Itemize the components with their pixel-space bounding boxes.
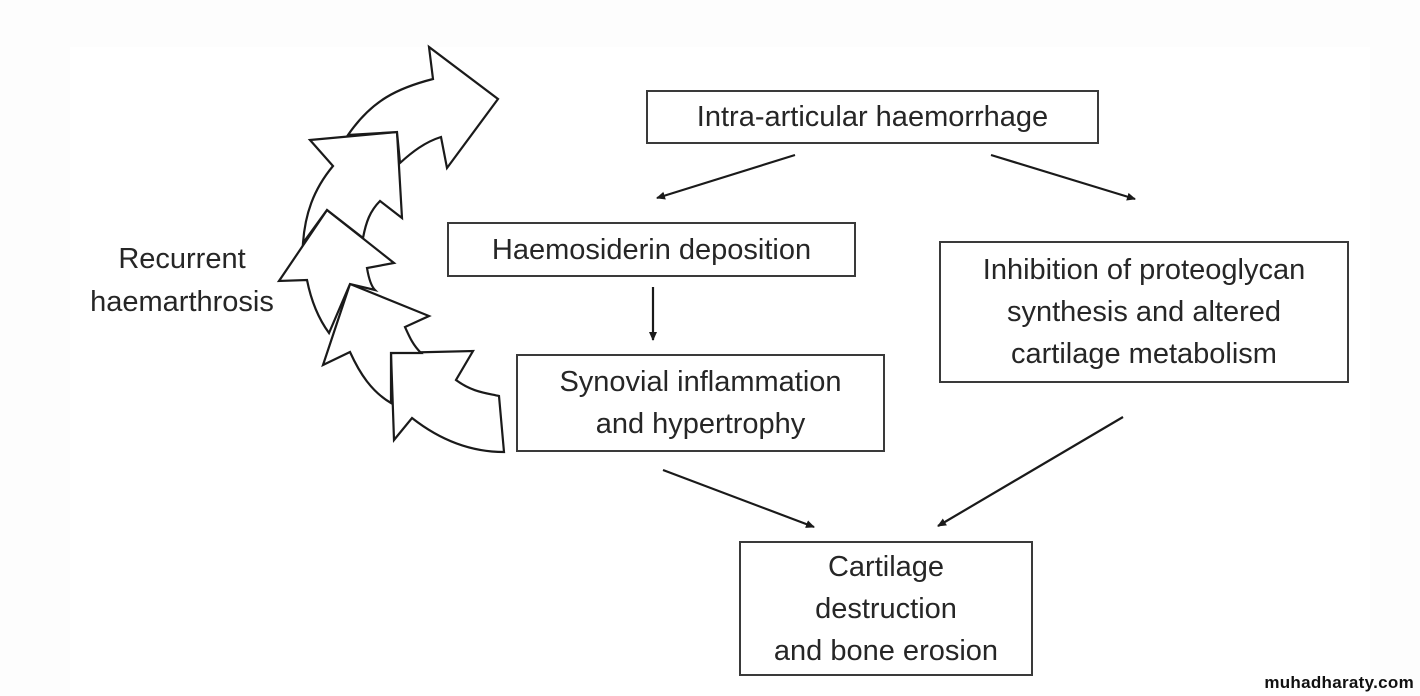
- cycle-arrow-4: [321, 282, 432, 405]
- cycle-label: Recurrent haemarthrosis: [64, 238, 300, 324]
- node-text: Haemosiderin deposition: [491, 233, 812, 266]
- node-text: and hypertrophy: [595, 408, 806, 440]
- node-text: Cartilage: [827, 550, 945, 583]
- node-synovial-inflammation: Synovial inflammation and hypertrophy: [516, 354, 885, 452]
- cycle-arrow-2: [301, 130, 404, 247]
- node-text: Inhibition of proteoglycan: [982, 254, 1306, 286]
- node-cartilage-destruction: Cartilage destruction and bone erosion: [739, 541, 1033, 676]
- cycle-arrow-3: [276, 208, 397, 336]
- watermark: muhadharaty.com: [1264, 673, 1414, 692]
- node-proteoglycan-inhibition: Inhibition of proteoglycan synthesis and…: [939, 241, 1349, 383]
- cycle-arrow-1: [345, 44, 500, 171]
- edge-synovial-to-cartilage: [662, 468, 815, 529]
- node-text: cartilage metabolism: [1011, 338, 1277, 370]
- node-text: synthesis and altered: [1006, 296, 1282, 328]
- node-haemosiderin-deposition: Haemosiderin deposition: [447, 222, 856, 277]
- edge-haemorrhage-to-proteoglycan: [990, 153, 1136, 201]
- edge-haemorrhage-to-haemosiderin: [656, 153, 796, 200]
- node-text: Intra-articular haemorrhage: [696, 101, 1049, 133]
- cycle-label-line: haemarthrosis: [90, 286, 274, 318]
- node-text: destruction: [815, 592, 957, 625]
- node-intra-articular-haemorrhage: Intra-articular haemorrhage: [646, 90, 1099, 144]
- cycle-label-line: Recurrent: [118, 243, 246, 275]
- node-text: Synovial inflammation: [559, 366, 842, 398]
- cycle-arrow-5: [389, 349, 506, 454]
- node-text: and bone erosion: [773, 634, 999, 667]
- edge-proteoglycan-to-cartilage: [937, 416, 1124, 527]
